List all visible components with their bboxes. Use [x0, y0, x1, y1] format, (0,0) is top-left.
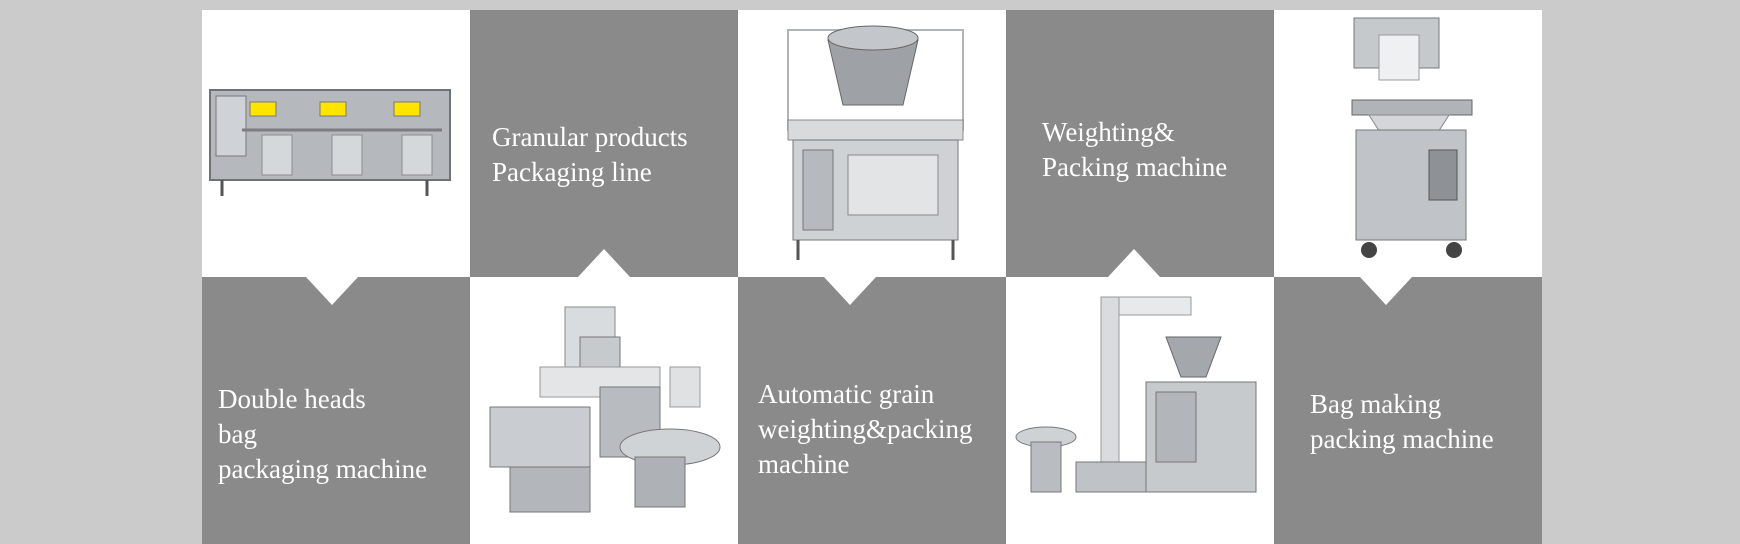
- label-line: weighting&packing: [758, 414, 973, 444]
- label-line: Automatic grain: [758, 379, 935, 409]
- label-line: bag: [218, 419, 257, 449]
- label-automatic: Automatic grain weighting&packing machin…: [758, 377, 972, 482]
- tile-bag-making[interactable]: Bag making packing machine: [1274, 277, 1542, 544]
- machine-photo-icon: [1015, 296, 1257, 493]
- pointer-up-icon: [1360, 277, 1412, 305]
- label-line: Packing machine: [1042, 152, 1228, 182]
- label-double-heads: Double heads bag packaging machine: [218, 382, 427, 487]
- product-photo-weighting[interactable]: [1006, 277, 1274, 544]
- product-photo-bag-making[interactable]: [1274, 10, 1542, 277]
- label-line: machine: [758, 449, 850, 479]
- label-bag-making: Bag making packing machine: [1310, 387, 1494, 457]
- label-line: packing machine: [1310, 424, 1494, 454]
- product-photo-automatic[interactable]: [738, 10, 1006, 277]
- pointer-up-icon: [824, 277, 876, 305]
- label-weighting: Weighting& Packing machine: [1042, 115, 1227, 185]
- label-line: Granular products: [492, 122, 688, 152]
- label-granular: Granular products Packaging line: [492, 120, 688, 190]
- product-photo-double-heads[interactable]: [202, 10, 470, 277]
- label-line: packaging machine: [218, 454, 428, 484]
- machine-photo-icon: [1351, 17, 1473, 258]
- product-photo-granular[interactable]: [470, 277, 738, 544]
- pointer-down-icon: [1108, 249, 1160, 277]
- pointer-down-icon: [578, 249, 630, 277]
- label-line: Double heads: [218, 384, 366, 414]
- label-line: Packaging line: [492, 157, 652, 187]
- tile-automatic[interactable]: Automatic grain weighting&packing machin…: [738, 277, 1006, 544]
- pointer-up-icon: [306, 277, 358, 305]
- machine-photo-icon: [489, 306, 721, 513]
- product-grid: Double heads bag packaging machine Granu…: [202, 10, 1542, 544]
- label-line: Weighting&: [1042, 117, 1175, 147]
- tile-double-heads[interactable]: Double heads bag packaging machine: [202, 277, 470, 544]
- machine-photo-icon: [787, 25, 964, 260]
- machine-photo-icon: [209, 89, 451, 196]
- label-line: Bag making: [1310, 389, 1442, 419]
- tile-granular[interactable]: Granular products Packaging line: [470, 10, 738, 277]
- tile-weighting[interactable]: Weighting& Packing machine: [1006, 10, 1274, 277]
